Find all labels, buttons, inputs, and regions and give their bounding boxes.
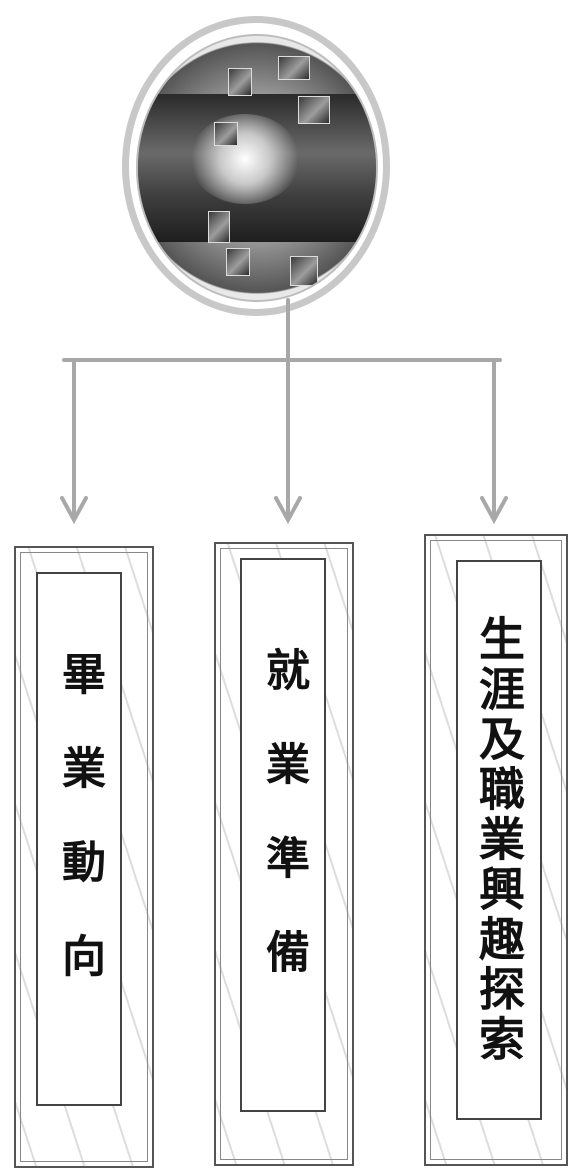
arrow-down-icon xyxy=(480,496,508,525)
photo-collage-icon xyxy=(136,34,378,302)
box-employment-preparation: 就業準備 xyxy=(240,558,326,1112)
photo-thumbnail xyxy=(290,256,318,286)
box-label: 生涯及職業興趣探索 xyxy=(472,615,526,1065)
photo-thumbnail xyxy=(214,122,238,146)
box-label: 就業準備 xyxy=(258,647,309,1023)
photo-thumbnail xyxy=(298,96,330,124)
arrow-down-icon xyxy=(274,496,302,525)
box-career-interest-exploration: 生涯及職業興趣探索 xyxy=(456,560,542,1120)
box-label: 畢業動向 xyxy=(54,651,105,1027)
photo-thumbnail xyxy=(226,248,250,276)
photo-thumbnail xyxy=(228,68,252,96)
photo-thumbnail xyxy=(208,211,230,243)
photo-thumbnail xyxy=(278,56,310,80)
box-graduate-destinations: 畢業動向 xyxy=(36,572,122,1106)
photo-highlight xyxy=(190,114,300,204)
arrow-down-icon xyxy=(60,496,88,525)
